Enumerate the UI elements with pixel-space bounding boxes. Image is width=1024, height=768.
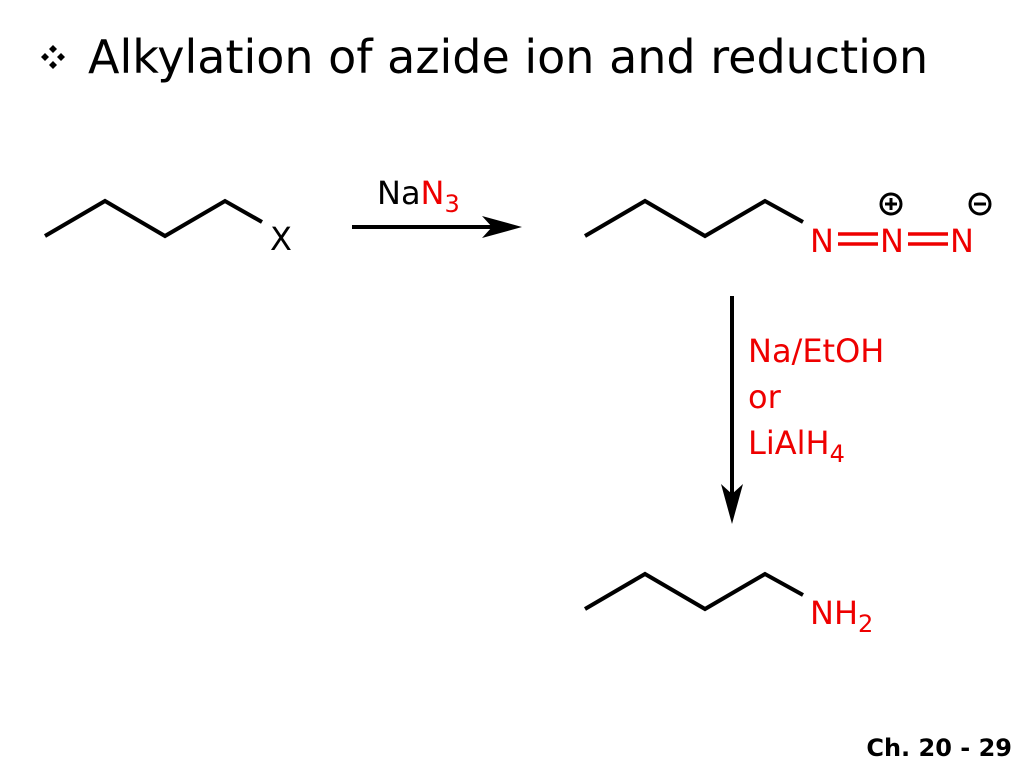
slide-number: Ch. 20 - 29 <box>866 734 1012 762</box>
title-text: Alkylation of azide ion and reduction <box>88 30 929 84</box>
amine-chain <box>583 571 804 612</box>
azide-n1: N <box>810 222 834 260</box>
reaction-arrow-2 <box>721 296 743 524</box>
reaction-arrow-1 <box>352 216 522 238</box>
amine-group: NH2 <box>810 594 873 638</box>
negative-charge-icon <box>968 192 992 216</box>
reagent-or: or <box>748 378 782 416</box>
amine-subscript: 2 <box>858 610 873 638</box>
reagent-nan3: NaN3 <box>377 174 460 218</box>
azide-group: N N N <box>810 192 992 260</box>
amine-nh: NH <box>810 594 858 632</box>
reagent-lialh4: LiAlH4 <box>748 424 845 468</box>
substrate-chain <box>43 198 263 239</box>
reagent-subscript: 3 <box>444 190 459 218</box>
diamond-bullet-icon <box>41 45 65 69</box>
reagent-lialh-subscript: 4 <box>830 440 845 468</box>
azide-n3: N <box>950 222 974 260</box>
reagent-na-etoh: Na/EtOH <box>748 332 884 370</box>
reagent-n: N <box>421 174 445 212</box>
reagent-lialh: LiAlH <box>748 424 830 462</box>
azide-n2: N <box>880 222 904 260</box>
slide-title: Alkylation of azide ion and reduction <box>40 30 928 84</box>
azide-chain <box>583 198 804 239</box>
reagent-na: Na <box>377 174 421 212</box>
positive-charge-icon <box>879 192 903 216</box>
leaving-group-label: X <box>270 220 292 258</box>
